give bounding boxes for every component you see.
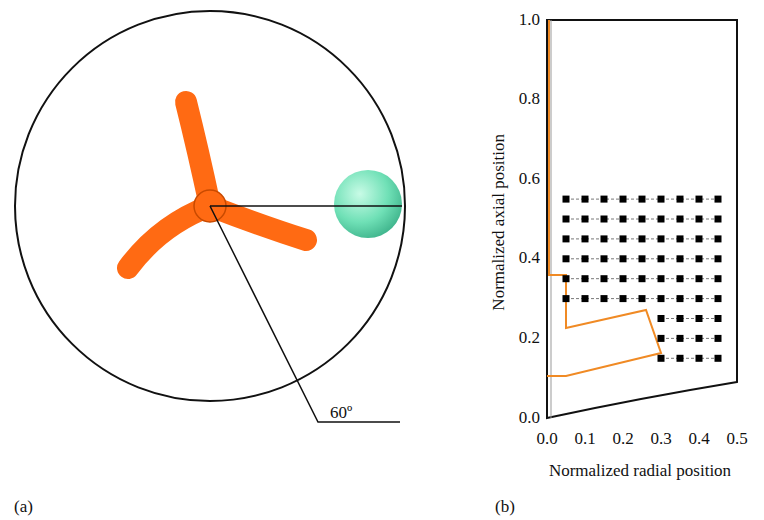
grid-point: [658, 235, 665, 242]
grid-point: [582, 196, 589, 203]
grid-point: [715, 196, 722, 203]
tick-label: 0.3: [650, 430, 671, 449]
grid-point: [715, 355, 722, 362]
grid-point: [658, 295, 665, 302]
grid-point: [696, 216, 703, 223]
panel-label: (b): [495, 498, 515, 517]
grid-point: [715, 216, 722, 223]
grid-point: [582, 275, 589, 282]
grid-point: [582, 235, 589, 242]
tick-label: 0.8: [519, 90, 540, 109]
grid-point: [696, 335, 703, 342]
grid-point: [696, 295, 703, 302]
axis-title: Normalized radial position: [549, 462, 731, 481]
grid-point: [620, 235, 627, 242]
grid-point: [620, 196, 627, 203]
grid-point: [601, 295, 608, 302]
grid-point: [677, 355, 684, 362]
grid-point: [715, 235, 722, 242]
grid-point: [563, 275, 570, 282]
angle-line: [210, 206, 400, 422]
grid-point: [658, 196, 665, 203]
grid-point: [677, 295, 684, 302]
tick-label: 0.2: [519, 329, 540, 348]
grid-point: [658, 255, 665, 262]
grid-point: [715, 335, 722, 342]
grid-point: [601, 196, 608, 203]
grid-point: [696, 196, 703, 203]
grid-point: [563, 196, 570, 203]
grid-point: [715, 255, 722, 262]
grid-point: [563, 255, 570, 262]
grid-point: [696, 355, 703, 362]
angle-label: 60º: [330, 404, 352, 423]
grid-point: [563, 235, 570, 242]
panel-label: (a): [14, 498, 33, 517]
tick-label: 0.4: [688, 430, 709, 449]
grid-point: [639, 196, 646, 203]
grid-point: [715, 295, 722, 302]
grid-line: [661, 338, 718, 339]
grid-point: [677, 255, 684, 262]
tick-label: 0.4: [519, 249, 540, 268]
grid-point: [620, 216, 627, 223]
axis-title: Normalized axial position: [490, 134, 509, 311]
measurement-grid: [563, 196, 722, 362]
tick-label: 0.1: [574, 430, 595, 449]
grid-point: [601, 235, 608, 242]
tick-label: 0.5: [726, 430, 747, 449]
axis-line: [551, 20, 552, 418]
grid-point: [658, 315, 665, 322]
grid-point: [696, 235, 703, 242]
grid-point: [677, 216, 684, 223]
grid-point: [620, 275, 627, 282]
particle-sphere: [334, 170, 402, 238]
impeller-blades: [128, 102, 306, 268]
grid-point: [582, 295, 589, 302]
grid-point: [715, 275, 722, 282]
grid-point: [582, 255, 589, 262]
grid-point: [696, 315, 703, 322]
grid-point: [601, 255, 608, 262]
grid-point: [677, 335, 684, 342]
grid-point: [639, 235, 646, 242]
impeller-outline: [547, 20, 661, 376]
tick-label: 0.2: [612, 430, 633, 449]
grid-point: [715, 315, 722, 322]
grid-line: [661, 318, 718, 319]
grid-point: [677, 275, 684, 282]
grid-point: [563, 216, 570, 223]
grid-point: [677, 235, 684, 242]
grid-point: [639, 295, 646, 302]
grid-point: [696, 275, 703, 282]
grid-point: [620, 255, 627, 262]
grid-point: [658, 275, 665, 282]
grid-point: [639, 255, 646, 262]
grid-point: [658, 216, 665, 223]
grid-point: [696, 255, 703, 262]
grid-point: [639, 275, 646, 282]
reference-line: [210, 205, 402, 207]
grid-point: [639, 216, 646, 223]
grid-point: [601, 216, 608, 223]
tick-label: 0.0: [519, 409, 540, 428]
grid-point: [620, 295, 627, 302]
grid-point: [582, 216, 589, 223]
tick-label: 0.0: [536, 430, 557, 449]
grid-point: [677, 196, 684, 203]
grid-point: [677, 315, 684, 322]
grid-point: [658, 355, 665, 362]
vessel-section: [547, 20, 737, 418]
grid-line: [661, 358, 718, 359]
grid-point: [658, 335, 665, 342]
grid-point: [601, 275, 608, 282]
tick-label: 1.0: [519, 11, 540, 30]
grid-point: [563, 295, 570, 302]
tick-label: 0.6: [519, 170, 540, 189]
